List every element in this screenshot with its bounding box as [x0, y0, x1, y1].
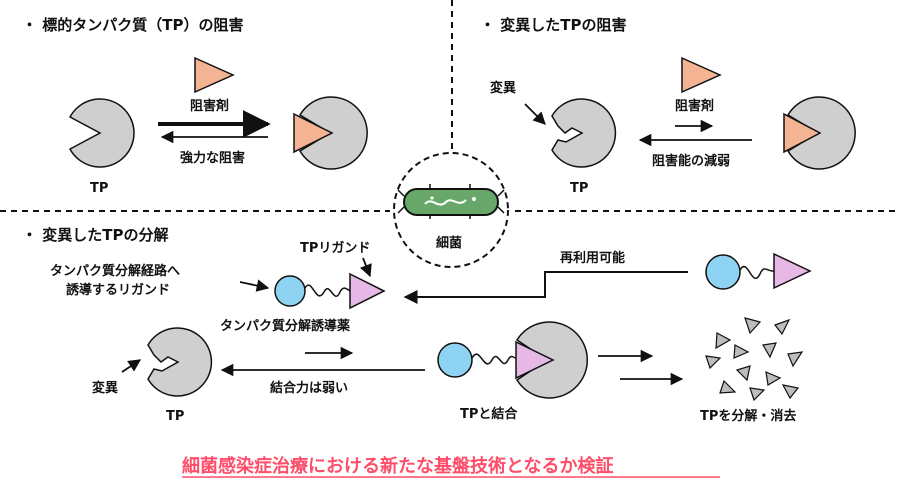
bacterium-icon — [397, 184, 505, 219]
binding-label: TPと結合 — [460, 406, 518, 422]
recycled-linker-icon — [739, 265, 775, 280]
mutant-tp-bottom-pacman-icon — [147, 327, 213, 397]
recycled-ligand-icon — [705, 254, 741, 290]
degrader-drug-label: タンパク質分解誘導薬 — [220, 318, 351, 334]
bound-inhibitor-icon-2 — [783, 112, 822, 154]
section-title-inhibition: ・ 標的タンパク質（TP）の阻害 — [22, 16, 243, 34]
section-title-degradation: ・ 変異したTPの分解 — [22, 226, 168, 244]
strong-inhibition-label: 強力な阻害 — [180, 150, 245, 166]
conclusion-text: 細菌感染症治療における新たな基盤技術となるか検証 — [182, 455, 613, 477]
degraded-fragments-icon — [705, 317, 804, 402]
complex-triangle-icon — [515, 340, 555, 380]
tp-ligand-label: TPリガンド — [300, 241, 370, 256]
recycled-triangle-icon — [773, 252, 812, 290]
complex-ligand-icon — [437, 342, 473, 378]
tp-label-bottom: TP — [166, 409, 184, 424]
mutant-tp-pacman-icon — [551, 98, 617, 168]
tp-pacman-icon — [68, 98, 135, 168]
inhibitor-label-2: 阻害剤 — [675, 98, 714, 114]
tp-label: TP — [90, 181, 108, 196]
bacterium-label: 細菌 — [436, 235, 462, 251]
tp-ligand-pointer — [360, 257, 372, 278]
weak-binding-label: 結合力は弱い — [270, 380, 348, 396]
tp-ligand-triangle-icon — [349, 272, 386, 310]
inhibitor-label: 阻害剤 — [190, 98, 229, 114]
section-title-mutant-inhibition: ・ 変異したTPの阻害 — [480, 16, 626, 34]
degradation-ligand-icon — [274, 275, 306, 307]
degradation-label: TPを分解・消去 — [700, 408, 796, 424]
complex-linker-icon — [471, 353, 519, 365]
mutation-pointer-bottom — [121, 359, 142, 373]
linker-icon — [304, 284, 351, 297]
recycle-arrow — [403, 271, 688, 304]
pathway-ligand-label-line1: タンパク質分解経路へ — [50, 263, 180, 279]
reusable-label: 再利用可能 — [560, 250, 625, 266]
inhibitor-triangle-icon-2 — [681, 56, 722, 94]
pathway-ligand-pointer — [239, 279, 270, 292]
mutation-pointer-arrow — [524, 103, 546, 125]
mutation-label-bottom: 変異 — [92, 380, 118, 396]
reduced-inhibition-label: 阻害能の減弱 — [652, 153, 730, 169]
mutation-label: 変異 — [490, 80, 516, 96]
mutant-tp-label: TP — [570, 181, 588, 196]
inhibitor-triangle-icon — [194, 56, 235, 94]
pathway-ligand-label-line2: 誘導するリガンド — [66, 282, 170, 298]
bound-inhibitor-icon — [293, 112, 334, 154]
